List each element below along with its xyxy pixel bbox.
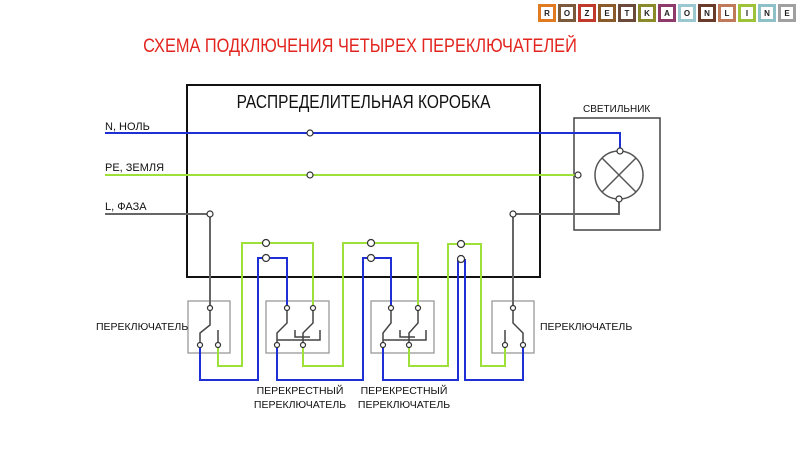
traveler-blue-1 (199, 257, 288, 381)
lamp-phase-wire (512, 199, 620, 308)
left-switch-label: ПЕРЕКЛЮЧАТЕЛЬ (96, 321, 189, 333)
ground-label: PE, ЗЕМЛЯ (105, 162, 165, 174)
logo-tile: A (658, 4, 676, 22)
logo-tile: T (618, 4, 636, 22)
logo-tile: I (738, 4, 756, 22)
junction-box-label: РАСПРЕДЕЛИТЕЛЬНАЯ КОРОБКА (236, 92, 491, 112)
traveler-green-2 (302, 242, 419, 367)
cross-switch-1-label-line1: ПЕРЕКРЕСТНЫЙ (256, 385, 344, 397)
cross-switch-2-label-line1: ПЕРЕКРЕСТНЫЙ (360, 385, 448, 397)
logo-tile: E (598, 4, 616, 22)
lamp-label: СВЕТИЛЬНИК (583, 104, 651, 115)
neutral-wire (105, 132, 621, 151)
cross-switch-1-label-line2: ПЕРЕКЛЮЧАТЕЛЬ (253, 399, 347, 411)
logo-tile: K (638, 4, 656, 22)
traveler-blue-3 (382, 259, 459, 381)
switch-contacts (199, 308, 524, 345)
logo-tile: O (678, 4, 696, 22)
junction-box (186, 84, 541, 278)
right-switch-label: ПЕРЕКЛЮЧАТЕЛЬ (540, 321, 633, 333)
terminals (196, 129, 624, 349)
logo-tile: E (778, 4, 796, 22)
lamp-icon (594, 150, 644, 200)
neutral-label: N, НОЛЬ (105, 121, 150, 133)
diagram-title: СХЕМА ПОДКЛЮЧЕНИЯ ЧЕТЫРЕХ ПЕРЕКЛЮЧАТЕЛЕЙ (143, 36, 577, 57)
logo-tile: Z (578, 4, 596, 22)
logo-tile: N (698, 4, 716, 22)
phase-wire (105, 213, 211, 308)
cross-switch-2-label: ПЕРЕКРЕСТНЫЙ ПЕРЕКЛЮЧАТЕЛЬ (354, 384, 454, 412)
cross-switch-2-label-line2: ПЕРЕКЛЮЧАТЕЛЬ (357, 399, 451, 411)
logo-tile: O (558, 4, 576, 22)
traveler-green-1 (217, 242, 314, 367)
cross-switch-1-label: ПЕРЕКРЕСТНЫЙ ПЕРЕКЛЮЧАТЕЛЬ (250, 384, 350, 412)
traveler-blue-2 (276, 257, 392, 381)
logo-tile: R (538, 4, 556, 22)
traveler-blue-4 (464, 259, 524, 381)
logo-tile: L (718, 4, 736, 22)
phase-label: L, ФАЗА (105, 201, 147, 213)
logo-tile: N (758, 4, 776, 22)
plug-icon: ⏚ (798, 4, 800, 22)
